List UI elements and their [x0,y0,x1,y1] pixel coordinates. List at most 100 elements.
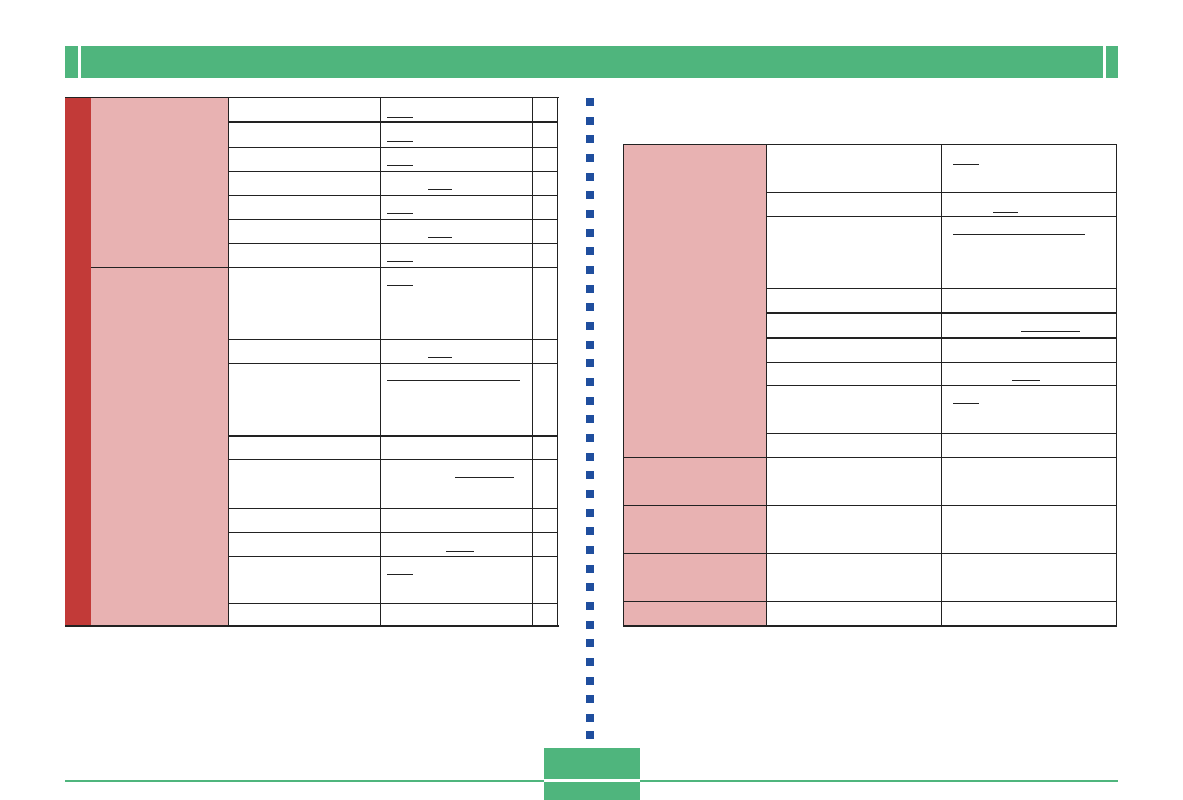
left-row-13-value [381,509,533,533]
left-row-8-value [381,268,533,340]
right-row-6-label [767,339,942,363]
right-underline-mark [953,234,1085,235]
divider-dot [586,154,594,162]
divider-dot [586,658,594,666]
divider-dot [586,359,594,367]
divider-dot [586,98,594,106]
right-row-11-value [942,506,1116,554]
divider-dot [586,378,594,386]
divider-dot [586,714,594,722]
left-row-15-ref [533,557,558,604]
left-row-4-value [381,172,533,196]
left-row-6-value [381,220,533,244]
header-tick-right [1103,46,1106,78]
right-row-8-value [942,386,1116,434]
left-underline-mark [387,165,413,166]
divider-dot [586,677,594,685]
left-row-15-value [381,557,533,604]
left-underline-mark [387,574,413,575]
footer-line-right [640,780,1118,782]
left-table [65,97,559,627]
left-underline-mark [387,285,413,286]
right-row-2-value [942,193,1116,217]
left-row-3-ref [533,148,558,172]
divider-dot [586,285,594,293]
right-group-3 [624,506,767,554]
divider-dot [586,434,594,442]
left-row-14-value [381,533,533,557]
left-underline-mark [387,117,413,118]
left-row-2-value [381,123,533,148]
right-row-7-value [942,363,1116,386]
divider-dot [586,527,594,535]
divider-dot [586,229,594,237]
left-underline-mark [387,141,413,142]
right-row-9-value [942,434,1116,458]
header-bar [65,46,1118,78]
divider-dot [586,471,594,479]
divider-dot [586,602,594,610]
left-row-13-ref [533,509,558,533]
divider-dot [586,731,594,739]
divider-dot [586,490,594,498]
left-underline-mark [387,380,520,381]
right-underline-mark [993,212,1018,213]
divider-dot [586,173,594,181]
left-row-1-label [229,98,381,123]
divider-dot [586,453,594,461]
left-row-6-label [229,220,381,244]
left-row-9-value [381,340,533,364]
left-row-3-value [381,148,533,172]
left-row-7-value [381,244,533,268]
left-underline-mark [455,477,514,478]
right-row-3-value [942,217,1116,289]
right-row-12-label [767,554,942,602]
left-row-4-label [229,172,381,196]
divider-dot [586,695,594,703]
left-group-2 [91,268,229,625]
left-row-4-ref [533,172,558,196]
divider-dot [586,322,594,330]
left-row-2-label [229,123,381,148]
page-box-band [544,779,640,782]
right-row-11-label [767,506,942,554]
divider-dot [586,639,594,647]
divider-dot [586,341,594,349]
right-group-4 [624,554,767,602]
right-underline-mark [953,164,979,165]
right-row-12-value [942,554,1116,602]
left-row-9-label [229,340,381,364]
right-group-5 [624,602,767,625]
right-row-13-label [767,602,942,625]
left-row-10-ref [533,364,558,437]
header-tick-left [78,46,81,78]
left-row-13-label [229,509,381,533]
right-underline-mark [1021,331,1080,332]
left-row-16-ref [533,604,558,625]
left-row-2-ref [533,123,558,148]
right-row-9-label [767,434,942,458]
left-row-16-label [229,604,381,625]
left-row-15-label [229,557,381,604]
footer-line-left [65,780,544,782]
right-group-2 [624,458,767,506]
divider-dot [586,117,594,125]
left-row-11-value [381,437,533,460]
left-row-11-ref [533,437,558,460]
right-row-4-value [942,289,1116,314]
left-row-8-ref [533,268,558,340]
divider-dot [586,210,594,218]
left-row-7-ref [533,244,558,268]
right-row-1-value [942,145,1116,193]
left-row-14-label [229,533,381,557]
right-row-3-label [767,217,942,289]
left-row-3-label [229,148,381,172]
right-underline-mark [953,403,979,404]
divider-dot [586,415,594,423]
divider-dot [586,247,594,255]
left-row-16-value [381,604,533,625]
divider-dot [586,135,594,143]
right-row-10-value [942,458,1116,506]
right-row-10-label [767,458,942,506]
right-row-6-value [942,339,1116,363]
